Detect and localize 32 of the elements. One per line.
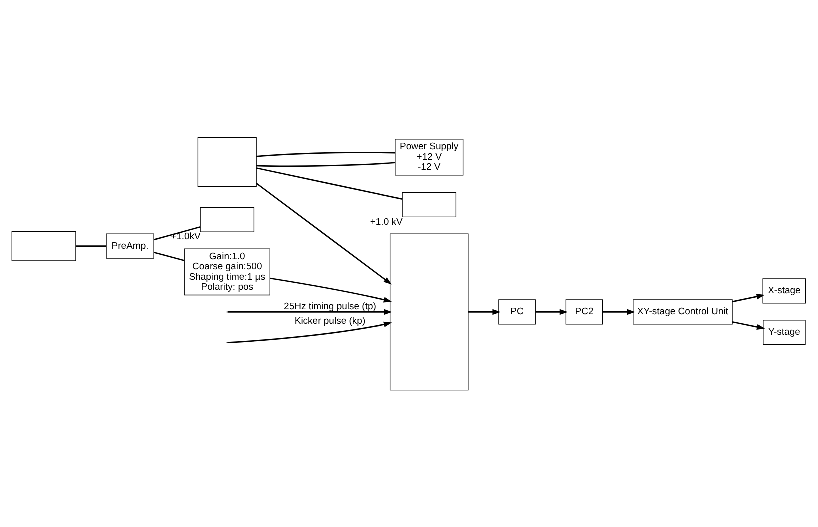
- node-box: XY-stage Control Unit: [633, 299, 733, 324]
- arrow: [256, 182, 392, 284]
- connector: [256, 162, 396, 167]
- node-box: [390, 233, 469, 390]
- arrow: [732, 294, 765, 302]
- connector: [256, 167, 403, 200]
- node-box: PC: [498, 299, 536, 324]
- node-box: [200, 206, 255, 232]
- connector: [154, 251, 185, 261]
- arrow: [228, 308, 392, 315]
- connector: [76, 245, 106, 247]
- node-label: +1.0kV: [171, 231, 201, 242]
- node-box: [198, 136, 257, 186]
- arrow: [228, 321, 392, 343]
- connector: [256, 152, 396, 157]
- node-label: +1.0 kV: [370, 216, 403, 228]
- node-box: Y-stage: [763, 320, 806, 345]
- node-box: [12, 230, 76, 261]
- arrow: [732, 320, 766, 330]
- node-box: Gain:1.0 Coarse gain:500 Shaping time:1 µs Polarity: pos: [184, 248, 270, 296]
- node-box: X-stage: [762, 278, 806, 304]
- arrow: [603, 308, 636, 315]
- connector: [154, 226, 201, 240]
- node-box: PC2: [566, 299, 604, 324]
- node-box: [402, 192, 457, 217]
- edge-label: 25Hz timing pulse (tp): [284, 301, 376, 312]
- arrow: [536, 308, 568, 315]
- edge-label: Kicker pulse (kp): [294, 315, 366, 326]
- node-box: Power Supply +12 V -12 V: [395, 138, 464, 176]
- arrow: [468, 308, 501, 315]
- node-box: PreAmp.: [106, 233, 154, 258]
- arrow: [270, 277, 392, 302]
